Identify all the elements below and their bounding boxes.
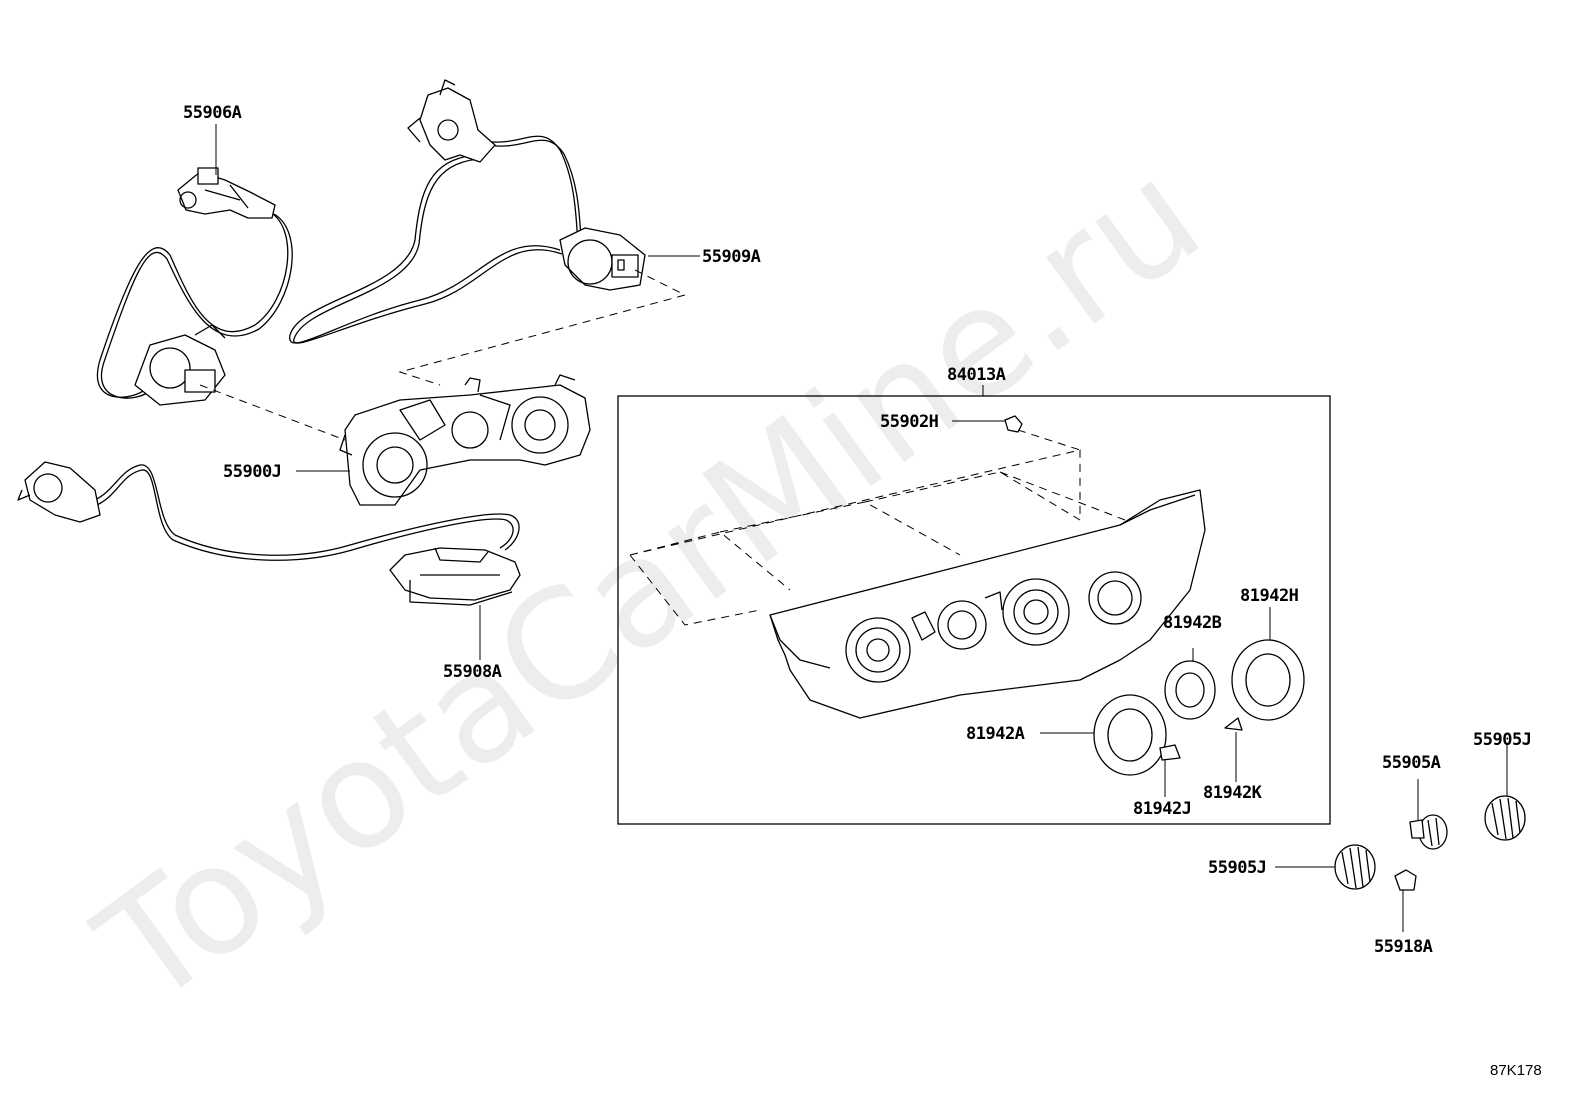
cable-lower [17, 461, 520, 561]
label-55909A: 55909A [702, 247, 761, 267]
control-base-55900J [339, 374, 591, 506]
label-55918A: 55918A [1374, 937, 1433, 957]
cable-55906A [96, 167, 293, 406]
panel-84013A [629, 449, 1206, 719]
label-81942J: 81942J [1133, 799, 1191, 819]
knob-55905J-right [1484, 795, 1526, 841]
tab-81942K [1224, 717, 1243, 731]
label-55906A: 55906A [183, 103, 242, 123]
label-55905J-right: 55905J [1473, 730, 1531, 750]
ring-81942H [1231, 639, 1305, 721]
ring-81942A [1093, 694, 1167, 776]
label-55908A: 55908A [443, 662, 502, 682]
label-81942B: 81942B [1163, 613, 1222, 633]
label-81942A: 81942A [966, 724, 1025, 744]
knob-55905A [1409, 814, 1448, 850]
knob-55905J-left [1334, 844, 1376, 890]
part-55908A [389, 547, 521, 606]
label-55905A: 55905A [1382, 753, 1441, 773]
label-55900J: 55900J [223, 462, 281, 482]
drawing-code: 87K178 [1490, 1062, 1542, 1079]
assembly-box-84013A [617, 395, 1331, 825]
label-81942K: 81942K [1203, 783, 1263, 803]
ring-81942B [1164, 660, 1216, 720]
label-55902H: 55902H [880, 412, 939, 432]
cable-55909A [289, 79, 646, 344]
label-84013A: 84013A [947, 365, 1006, 385]
label-55905J-left: 55905J [1208, 858, 1266, 878]
button-55918A [1394, 869, 1417, 891]
tab-81942J [1159, 744, 1181, 761]
label-81942H: 81942H [1240, 586, 1299, 606]
clip-55902H [1004, 415, 1023, 433]
